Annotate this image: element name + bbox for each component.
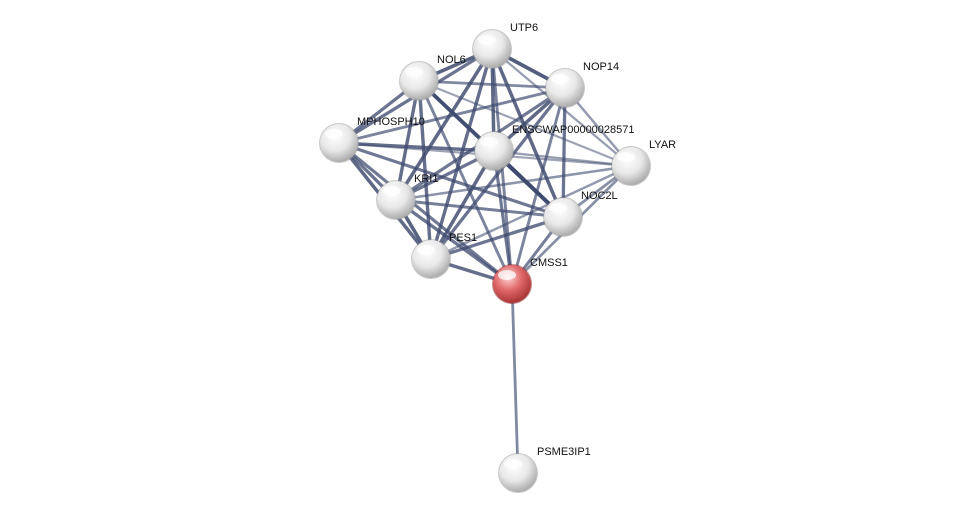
node-cmss1[interactable] <box>492 264 532 304</box>
query-node-sphere <box>493 265 531 303</box>
node-lyar[interactable] <box>611 146 651 186</box>
node-highlight <box>551 74 569 84</box>
node-label-nol6: NOL6 <box>437 54 466 66</box>
node-highlight <box>549 203 567 213</box>
edge-cmss1-kri1[interactable] <box>394 198 514 286</box>
node-label-enscwap00000028571: ENSCWAP00000028571 <box>512 124 635 136</box>
edge-mphosph10-noc2l[interactable] <box>337 141 565 219</box>
edge-cmss1-mphosph10[interactable] <box>337 141 514 286</box>
partner-node-sphere <box>546 69 584 107</box>
node-noc2l[interactable] <box>543 197 583 237</box>
edge-enscwap00000028571-pes1[interactable] <box>429 149 496 261</box>
node-psme3ip1[interactable] <box>498 453 538 493</box>
edge-nop14-noc2l[interactable] <box>561 86 567 219</box>
edge-utp6-kri1[interactable] <box>394 47 494 202</box>
node-highlight <box>480 137 498 147</box>
edge-cmss1-nop14[interactable] <box>510 86 567 286</box>
partner-node-sphere <box>499 454 537 492</box>
label-layer: UTP6NOL6NOP14MPHOSPH10ENSCWAP00000028571… <box>357 22 676 458</box>
node-highlight <box>504 459 522 469</box>
node-layer <box>319 29 651 493</box>
node-label-cmss1: CMSS1 <box>530 257 568 269</box>
edge-mphosph10-nop14[interactable] <box>337 86 567 145</box>
partner-node-sphere <box>320 124 358 162</box>
node-highlight <box>325 129 343 139</box>
edge-kri1-lyar[interactable] <box>394 164 633 202</box>
edge-utp6-noc2l[interactable] <box>490 47 565 219</box>
edge-cmss1-nol6[interactable] <box>417 79 514 286</box>
partner-node-sphere <box>475 132 513 170</box>
partner-node-sphere <box>544 198 582 236</box>
node-label-noc2l: NOC2L <box>581 190 618 202</box>
node-highlight <box>405 67 423 77</box>
node-label-mphosph10: MPHOSPH10 <box>357 116 425 128</box>
node-utp6[interactable] <box>472 29 512 69</box>
partner-node-sphere <box>473 30 511 68</box>
node-label-pes1: PES1 <box>449 232 477 244</box>
node-highlight <box>498 270 516 280</box>
node-label-lyar: LYAR <box>649 139 676 151</box>
node-mphosph10[interactable] <box>319 123 359 163</box>
node-pes1[interactable] <box>411 239 451 279</box>
partner-node-sphere <box>400 62 438 100</box>
node-nop14[interactable] <box>545 68 585 108</box>
node-label-utp6: UTP6 <box>510 22 538 34</box>
edge-nol6-pes1[interactable] <box>417 79 433 261</box>
node-nol6[interactable] <box>399 61 439 101</box>
partner-node-sphere <box>612 147 650 185</box>
edge-nol6-kri1[interactable] <box>394 79 421 202</box>
edge-cmss1-psme3ip1[interactable] <box>510 282 520 475</box>
edge-cmss1-enscwap00000028571[interactable] <box>492 149 514 286</box>
edge-utp6-pes1[interactable] <box>429 47 494 261</box>
node-highlight <box>417 245 435 255</box>
edge-kri1-noc2l[interactable] <box>394 198 565 219</box>
node-label-psme3ip1: PSME3IP1 <box>537 446 591 458</box>
node-kri1[interactable] <box>376 180 416 220</box>
node-highlight <box>382 186 400 196</box>
edge-layer <box>337 47 633 475</box>
node-highlight <box>617 152 635 162</box>
node-highlight <box>478 35 496 45</box>
edge-noc2l-pes1[interactable] <box>429 215 565 261</box>
partner-node-sphere <box>412 240 450 278</box>
partner-node-sphere <box>377 181 415 219</box>
node-label-nop14: NOP14 <box>583 61 619 73</box>
node-label-kri1: KRI1 <box>414 173 438 185</box>
node-enscwap00000028571[interactable] <box>474 131 514 171</box>
